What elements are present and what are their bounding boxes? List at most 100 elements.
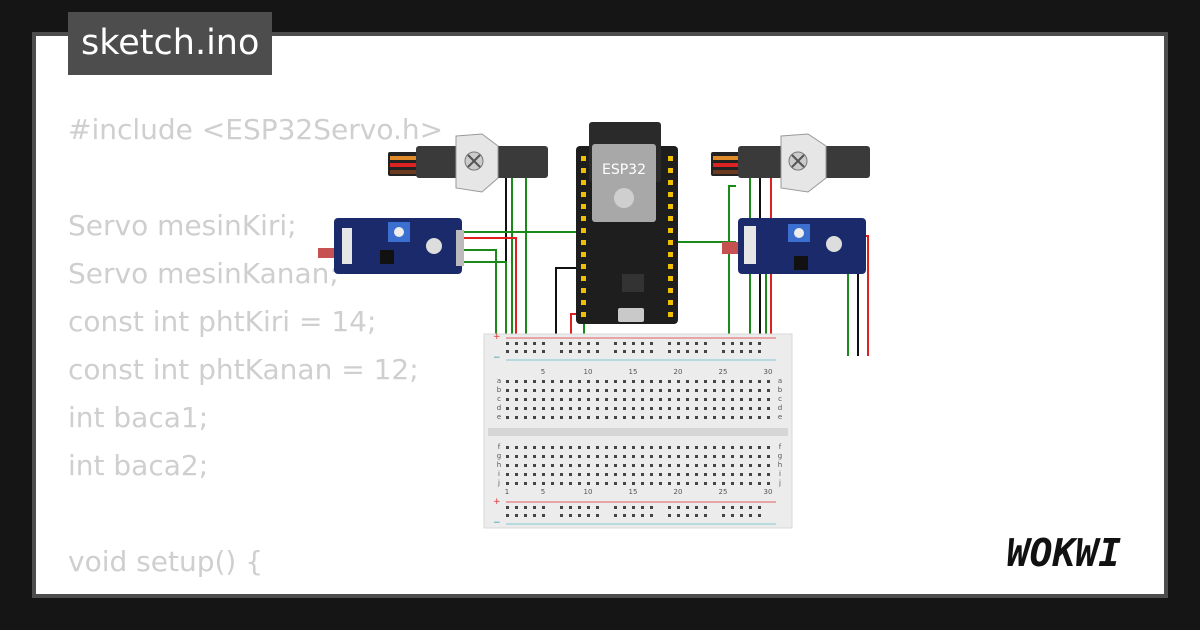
breadboard-hole: [740, 455, 743, 458]
breadboard-hole: [587, 389, 590, 392]
breadboard-hole: [596, 455, 599, 458]
breadboard-hole: [650, 464, 653, 467]
breadboard-hole: [740, 464, 743, 467]
breadboard-hole: [695, 380, 698, 383]
breadboard-hole: [524, 482, 527, 485]
breadboard-hole: [767, 473, 770, 476]
breadboard-hole: [524, 464, 527, 467]
breadboard-hole: [578, 350, 581, 353]
breadboard-hole: [632, 446, 635, 449]
breadboard-hole: [623, 380, 626, 383]
breadboard-hole: [704, 398, 707, 401]
breadboard-hole: [533, 342, 536, 345]
breadboard-hole: [542, 506, 545, 509]
breadboard-hole: [659, 455, 662, 458]
breadboard-hole: [596, 482, 599, 485]
breadboard-hole: [542, 514, 545, 517]
breadboard-hole: [569, 389, 572, 392]
breadboard-hole: [722, 350, 725, 353]
breadboard-hole: [704, 350, 707, 353]
breadboard-hole: [650, 506, 653, 509]
breadboard-hole: [749, 407, 752, 410]
breadboard-hole: [641, 473, 644, 476]
breadboard-hole: [731, 407, 734, 410]
breadboard-hole: [632, 506, 635, 509]
breadboard-hole: [587, 416, 590, 419]
breadboard-hole: [560, 506, 563, 509]
breadboard-hole: [731, 464, 734, 467]
breadboard-hole: [632, 398, 635, 401]
breadboard-hole: [542, 389, 545, 392]
breadboard-hole: [695, 455, 698, 458]
breadboard-hole: [596, 398, 599, 401]
breadboard-hole: [704, 416, 707, 419]
breadboard-hole: [515, 446, 518, 449]
breadboard-hole: [578, 342, 581, 345]
breadboard-hole: [569, 350, 572, 353]
breadboard-hole: [605, 380, 608, 383]
breadboard-hole: [641, 416, 644, 419]
breadboard-hole: [758, 398, 761, 401]
breadboard-hole: [740, 514, 743, 517]
breadboard-hole: [767, 416, 770, 419]
breadboard-hole: [740, 342, 743, 345]
breadboard-label: e: [497, 413, 501, 421]
breadboard-hole: [542, 473, 545, 476]
breadboard-hole: [722, 389, 725, 392]
breadboard-hole: [677, 446, 680, 449]
breadboard-hole: [596, 342, 599, 345]
breadboard-hole: [713, 398, 716, 401]
breadboard-hole: [722, 342, 725, 345]
breadboard-hole: [560, 389, 563, 392]
breadboard-hole: [686, 482, 689, 485]
breadboard-hole: [704, 380, 707, 383]
breadboard-hole: [731, 514, 734, 517]
breadboard-hole: [578, 446, 581, 449]
breadboard-hole: [605, 389, 608, 392]
breadboard-hole: [569, 514, 572, 517]
breadboard-hole: [542, 380, 545, 383]
file-tab[interactable]: sketch.ino: [68, 12, 273, 75]
breadboard-hole: [569, 473, 572, 476]
breadboard-hole: [614, 350, 617, 353]
breadboard-hole: [695, 464, 698, 467]
breadboard-hole: [695, 514, 698, 517]
breadboard-hole: [623, 473, 626, 476]
breadboard-hole: [533, 350, 536, 353]
breadboard-hole: [677, 389, 680, 392]
breadboard-hole: [677, 455, 680, 458]
breadboard-label: i: [498, 470, 500, 478]
breadboard-hole: [641, 455, 644, 458]
breadboard-hole: [569, 482, 572, 485]
code-line: int baca2;: [68, 449, 209, 482]
breadboard-label: 10: [584, 368, 593, 376]
breadboard-hole: [623, 446, 626, 449]
breadboard-hole: [605, 407, 608, 410]
breadboard-hole: [632, 350, 635, 353]
breadboard-hole: [632, 514, 635, 517]
breadboard-hole: [596, 380, 599, 383]
breadboard-hole: [695, 350, 698, 353]
breadboard-hole: [524, 342, 527, 345]
breadboard-label: h: [778, 461, 782, 469]
breadboard-hole: [605, 455, 608, 458]
breadboard-hole: [713, 464, 716, 467]
breadboard-hole: [695, 446, 698, 449]
breadboard-hole: [686, 506, 689, 509]
breadboard-hole: [731, 342, 734, 345]
breadboard-hole: [686, 407, 689, 410]
breadboard-hole: [596, 416, 599, 419]
breadboard-label: e: [778, 413, 782, 421]
breadboard-hole: [641, 342, 644, 345]
breadboard-label: 25: [719, 368, 728, 376]
breadboard-hole: [515, 464, 518, 467]
breadboard-hole: [569, 455, 572, 458]
breadboard-hole: [686, 342, 689, 345]
breadboard-hole: [686, 398, 689, 401]
breadboard-hole: [632, 342, 635, 345]
breadboard-hole: [605, 473, 608, 476]
breadboard-hole: [533, 416, 536, 419]
breadboard-hole: [587, 446, 590, 449]
breadboard-hole: [596, 473, 599, 476]
breadboard-hole: [641, 350, 644, 353]
